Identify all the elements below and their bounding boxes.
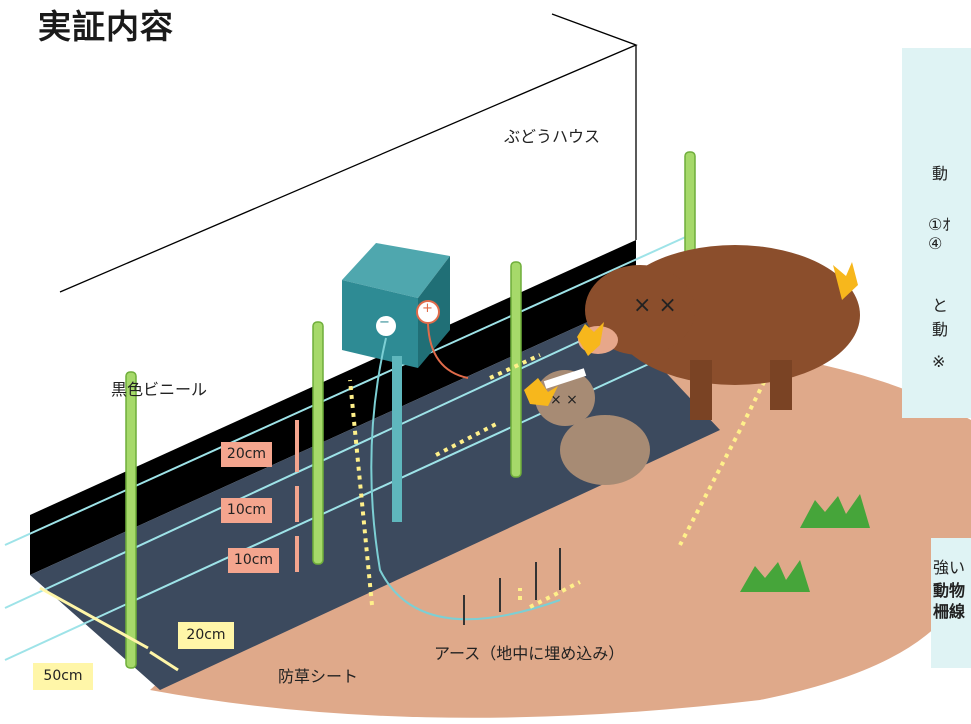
vinyl-label: 黒色ビニール — [111, 380, 208, 399]
grass-tufts — [740, 494, 870, 592]
info-panel-top-line2: ①ｵ — [928, 215, 951, 234]
energizer-box — [342, 243, 450, 522]
fence-posts — [125, 151, 696, 669]
info-panel-top: 動 ①ｵ ④ と 動 ※ — [902, 48, 971, 418]
info-panel-bottom: 強い 動物 柵線 — [931, 538, 971, 668]
info-panel-top-line4: と — [932, 296, 949, 315]
svg-text:× ×: × × — [633, 293, 677, 318]
black-vinyl — [30, 240, 636, 575]
info-panel-top-line6: ※ — [932, 352, 946, 371]
earth-rods — [463, 548, 561, 625]
ground-cable — [370, 337, 561, 621]
minus-terminal: − — [379, 315, 390, 330]
spacing-tag-top: 20cm — [221, 442, 272, 467]
plus-terminal: + — [422, 301, 433, 316]
hot-cable — [427, 323, 469, 379]
info-panel-top-line1: 動 — [932, 164, 949, 183]
ground-depth-tag: 50cm — [33, 663, 93, 690]
info-panel-bottom-line3: 柵線 — [933, 602, 966, 621]
spacing-tag-middle: 10cm — [221, 498, 272, 523]
shock-sparks — [524, 262, 858, 406]
civet-illustration: × × — [535, 368, 650, 485]
sheet-label: 防草シート — [278, 667, 359, 686]
house-outline — [59, 13, 638, 293]
house-label: ぶどうハウス — [504, 127, 601, 146]
ground-width-tag: 20cm — [178, 622, 234, 649]
info-panel-bottom-line1: 強い — [933, 558, 966, 577]
info-panel-top-line5: 動 — [932, 320, 949, 339]
ground-dimension — [39, 586, 179, 672]
page-title: 実証内容 — [38, 7, 174, 46]
svg-text:× ×: × × — [550, 392, 578, 408]
ground-area — [150, 360, 971, 718]
earth-label: アース（地中に埋め込み） — [434, 644, 625, 663]
info-panel-top-line3: ④ — [928, 234, 943, 253]
spacing-tag-bottom: 10cm — [228, 548, 279, 573]
info-panel-bottom-line2: 動物 — [933, 581, 966, 600]
